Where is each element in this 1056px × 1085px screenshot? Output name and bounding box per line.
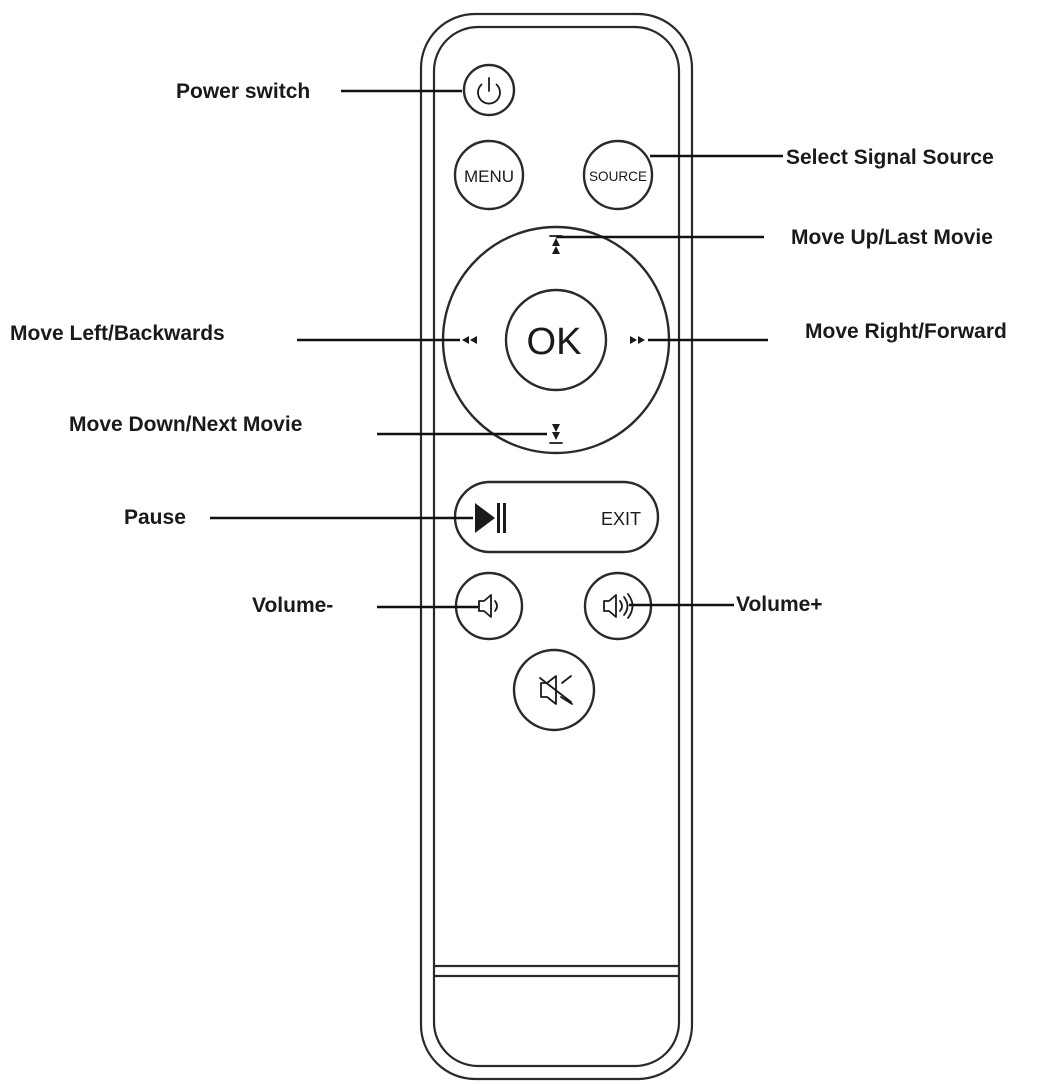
play-pause-exit-button[interactable]: EXIT [453, 480, 660, 554]
label-pause: Pause [124, 506, 186, 529]
dpad-up[interactable] [536, 226, 576, 266]
dpad-left[interactable] [452, 322, 492, 358]
label-move-right: Move Right/Forward [805, 320, 1007, 343]
power-button[interactable] [462, 63, 516, 117]
source-button[interactable]: SOURCE [582, 139, 654, 211]
dpad-right[interactable] [622, 322, 662, 358]
speaker-low-icon [478, 594, 498, 618]
rewind-icon [462, 336, 477, 344]
label-move-up: Move Up/Last Movie [791, 226, 993, 249]
label-select-signal-source: Select Signal Source [786, 146, 994, 169]
play-pause-icon [475, 503, 506, 533]
remote-body [419, 12, 694, 1081]
label-move-left: Move Left/Backwards [10, 322, 225, 345]
menu-button[interactable]: MENU [453, 139, 525, 211]
mute-button[interactable] [512, 648, 596, 732]
arrow-down-icon [549, 424, 563, 444]
leader-lines [210, 89, 783, 609]
label-volume-down: Volume- [252, 594, 333, 617]
ok-button-label: OK [527, 321, 582, 363]
label-power-switch: Power switch [176, 80, 310, 103]
power-icon [477, 77, 501, 105]
dpad-down[interactable] [536, 414, 576, 454]
label-volume-up: Volume+ [736, 593, 823, 616]
mute-icon [539, 675, 573, 705]
callouts: Power switch Select Signal Source Move U… [10, 80, 1007, 617]
exit-button-label: EXIT [601, 509, 641, 529]
menu-button-label: MENU [464, 167, 514, 186]
fast-forward-icon [630, 336, 645, 344]
source-button-label: SOURCE [589, 168, 647, 184]
label-move-down: Move Down/Next Movie [69, 413, 302, 436]
ok-button[interactable]: OK [504, 288, 608, 392]
